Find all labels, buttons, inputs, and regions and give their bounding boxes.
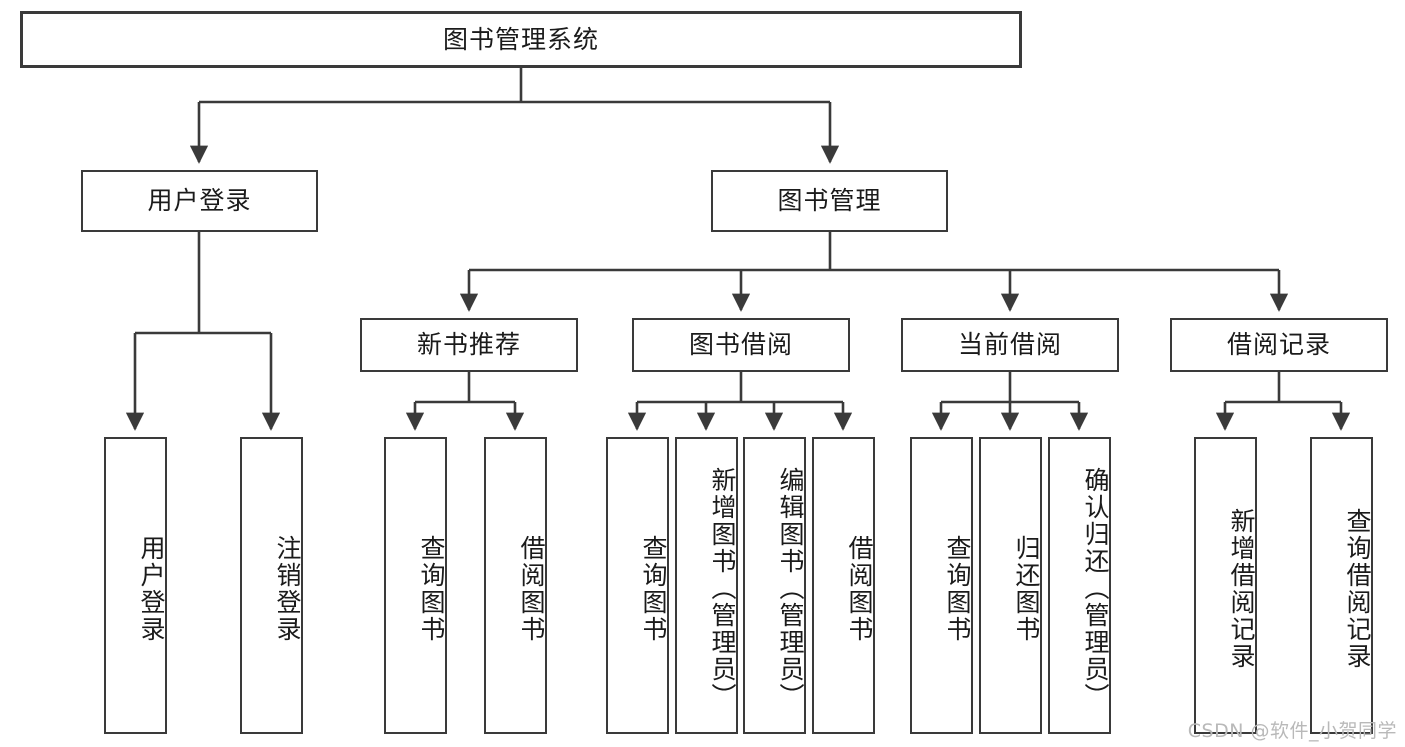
- leaf-add-borrow-record[interactable]: 新增借阅记录: [1194, 437, 1257, 734]
- leaf-query-borrow-record[interactable]: 查询借阅记录: [1310, 437, 1373, 734]
- leaf-user-login[interactable]: 用户登录: [104, 437, 167, 734]
- node-label: 用户登录: [137, 534, 166, 643]
- node-label: 查询借阅记录: [1343, 507, 1372, 670]
- node-label: 用户登录: [147, 186, 252, 216]
- node-label: 新增图书（管理员）: [708, 467, 737, 710]
- node-label: 借阅记录: [1226, 330, 1331, 360]
- leaf-query-book-borrow[interactable]: 查询图书: [606, 437, 669, 734]
- node-label: 查询图书: [417, 534, 446, 643]
- leaf-borrow-book[interactable]: 借阅图书: [812, 437, 875, 734]
- node-label: 查询图书: [639, 534, 668, 643]
- node-new-book-recommend[interactable]: 新书推荐: [360, 318, 578, 372]
- node-current-borrow[interactable]: 当前借阅: [901, 318, 1119, 372]
- node-label: 新增借阅记录: [1227, 507, 1256, 670]
- node-label: 确认归还（管理员）: [1081, 467, 1110, 710]
- node-label: 新书推荐: [416, 330, 521, 360]
- node-label: 图书管理系统: [442, 24, 599, 54]
- leaf-confirm-return-admin[interactable]: 确认归还（管理员）: [1048, 437, 1111, 734]
- node-label: 编辑图书（管理员）: [776, 467, 805, 710]
- leaf-query-book-current[interactable]: 查询图书: [910, 437, 973, 734]
- node-label: 借阅图书: [517, 534, 546, 643]
- leaf-query-book-recommend[interactable]: 查询图书: [384, 437, 447, 734]
- leaf-edit-book-admin[interactable]: 编辑图书（管理员）: [743, 437, 806, 734]
- leaf-borrow-book-recommend[interactable]: 借阅图书: [484, 437, 547, 734]
- node-label: 注销登录: [273, 534, 302, 643]
- node-book-management[interactable]: 图书管理: [711, 170, 948, 232]
- node-label: 借阅图书: [845, 534, 874, 643]
- node-label: 查询图书: [943, 534, 972, 643]
- node-label: 当前借阅: [957, 330, 1062, 360]
- node-label: 归还图书: [1012, 534, 1041, 643]
- leaf-return-book[interactable]: 归还图书: [979, 437, 1042, 734]
- csdn-watermark: CSDN @软件_小贺同学: [1187, 720, 1397, 742]
- node-book-borrow[interactable]: 图书借阅: [632, 318, 850, 372]
- node-user-login[interactable]: 用户登录: [81, 170, 318, 232]
- node-label: 图书管理: [777, 186, 882, 216]
- node-borrow-record[interactable]: 借阅记录: [1170, 318, 1388, 372]
- node-label: 图书借阅: [688, 330, 793, 360]
- leaf-add-book-admin[interactable]: 新增图书（管理员）: [675, 437, 738, 734]
- node-root-book-management-system[interactable]: 图书管理系统: [20, 11, 1022, 68]
- leaf-user-logout[interactable]: 注销登录: [240, 437, 303, 734]
